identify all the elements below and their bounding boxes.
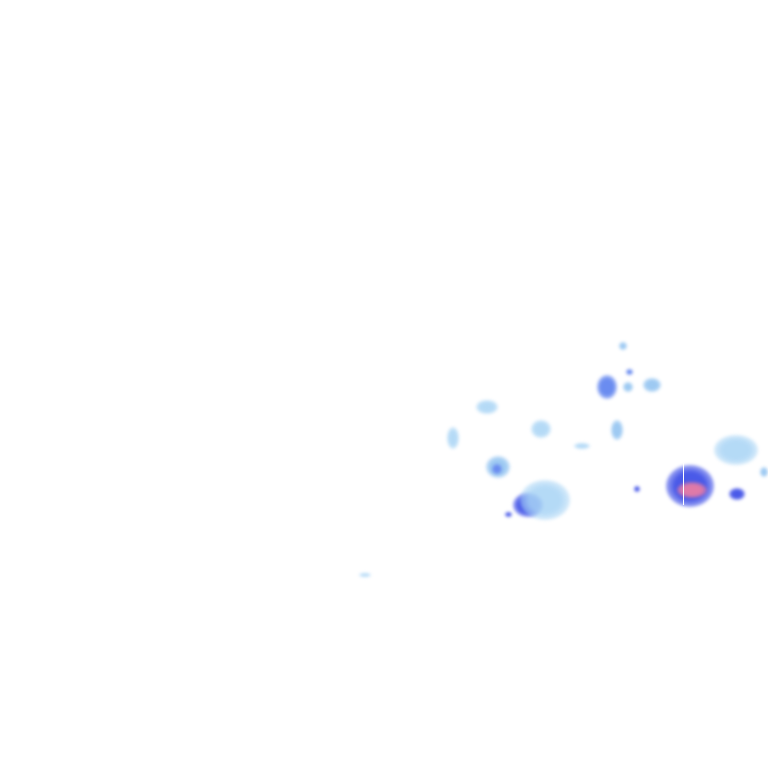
precip-echo-cell-mid-core xyxy=(492,464,502,474)
precip-echo-cell-east-small xyxy=(729,488,745,500)
precip-echo-cell-center xyxy=(531,420,551,438)
precip-echo-cell-north-a xyxy=(619,342,627,350)
precip-echo-cell-north-d xyxy=(643,378,661,392)
precip-echo-cell-isolated-sw xyxy=(359,573,371,577)
precip-echo-cell-north-b xyxy=(625,369,633,375)
precip-echo-cell-dot xyxy=(634,486,640,492)
precip-echo-cell-main-intense xyxy=(677,482,707,498)
precip-echo-cell-edge xyxy=(760,467,768,477)
precip-echo-cell-north-core xyxy=(597,375,617,399)
precip-echo-cell-north-e xyxy=(611,420,623,440)
precip-echo-cell-far-west xyxy=(447,427,459,449)
precip-echo-cell-west-fringe xyxy=(520,480,570,520)
precip-echo-cell-north-west xyxy=(476,400,498,414)
precip-echo-cell-east-light xyxy=(714,435,758,465)
precip-echo-cell-right-small xyxy=(574,443,590,449)
precip-echo-cell-north-c xyxy=(623,382,633,392)
radar-radial-gap xyxy=(683,463,684,505)
precip-echo-cell-west-small xyxy=(504,511,512,517)
